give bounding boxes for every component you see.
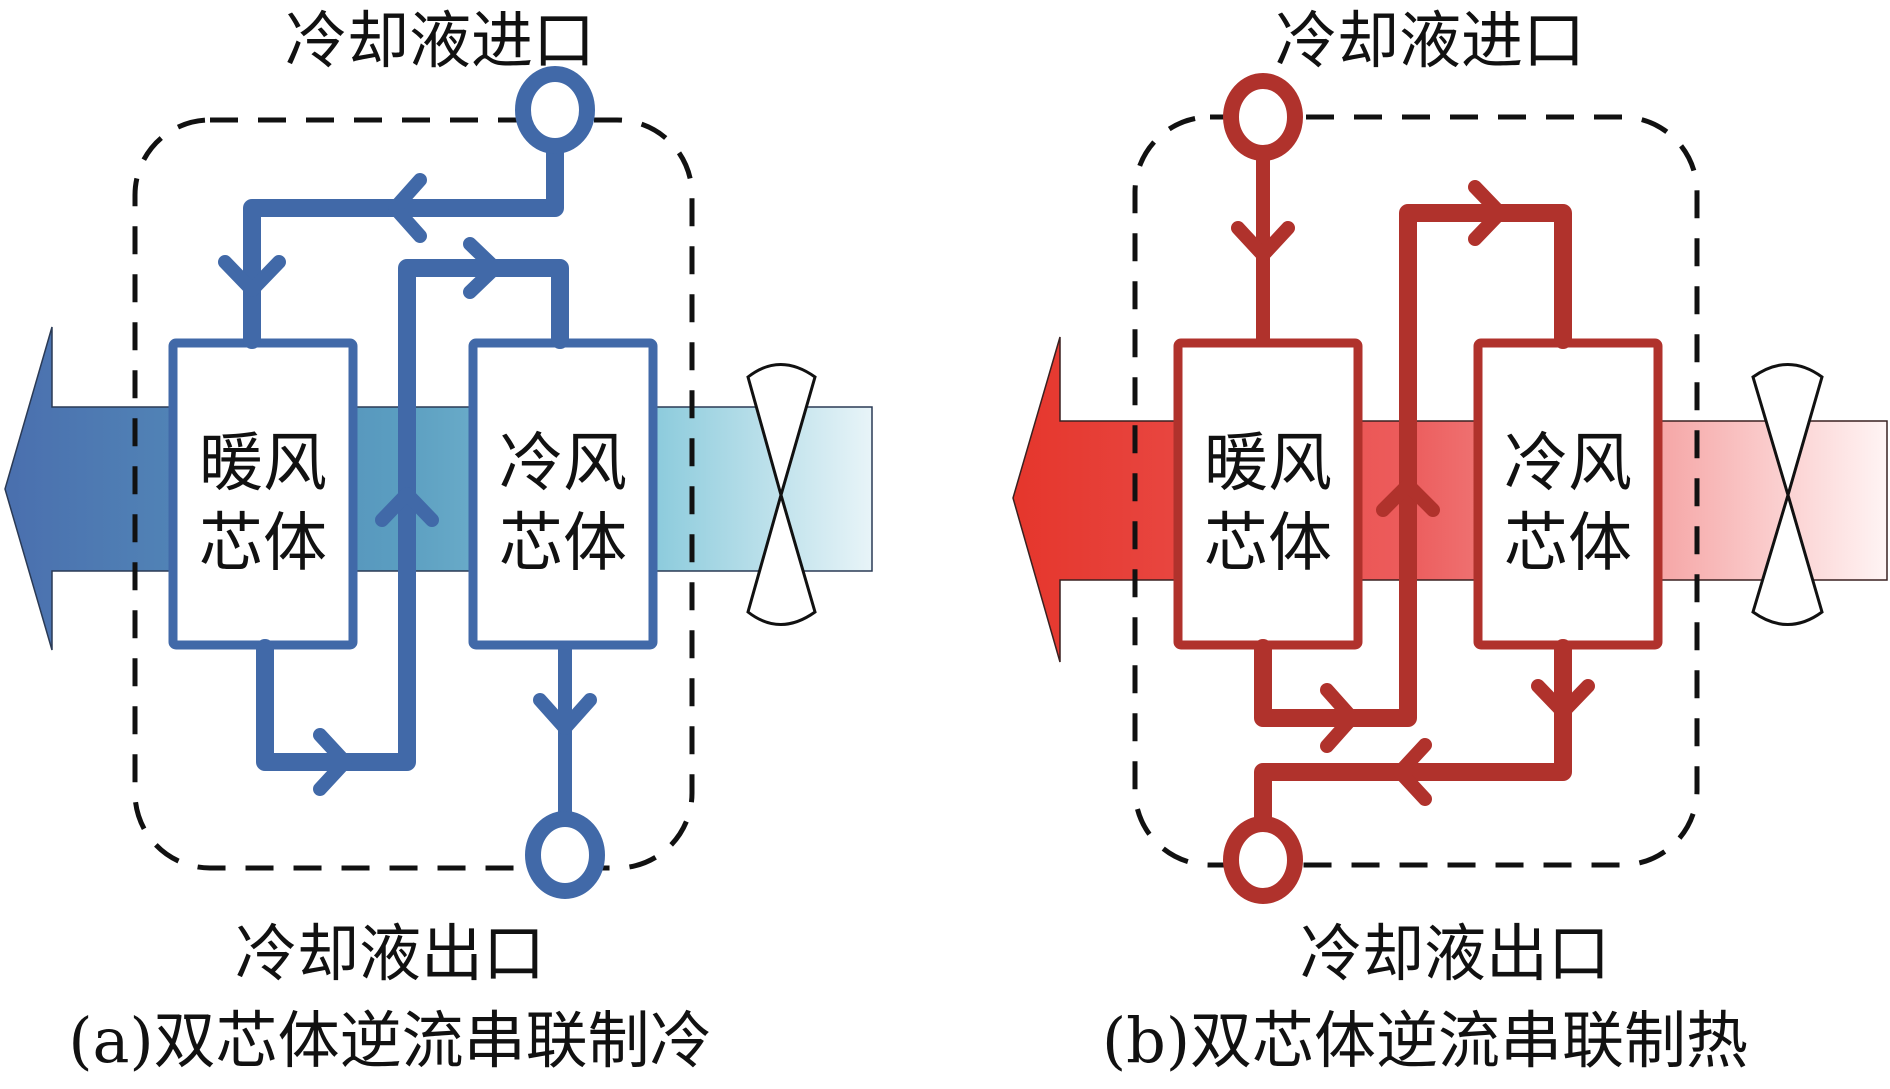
warm-core-label-line2: 芯体 <box>199 507 327 581</box>
pipe-warm-to-riser <box>256 259 569 771</box>
dashed-module-boundary <box>1132 114 1700 868</box>
flow-arrow-down <box>218 255 286 297</box>
warm-core-label-line1: 暖风 <box>199 427 327 501</box>
coolant-inlet-port <box>515 66 595 154</box>
coolant-pipes <box>1231 138 1595 829</box>
inlet-label: 冷却液进口 <box>285 4 595 77</box>
cold-core-label-line1: 冷风 <box>499 427 627 501</box>
outlet-label: 冷却液出口 <box>1300 917 1610 990</box>
warm-core-label-line2: 芯体 <box>1204 507 1332 581</box>
airflow-arrow-left <box>1012 336 1888 663</box>
cold-core-label-line2: 芯体 <box>1504 507 1632 581</box>
outlet-label: 冷却液出口 <box>235 917 545 990</box>
flow-arrow-right <box>463 237 502 299</box>
panel-b-caption: (b)双芯体逆流串联制热 <box>1102 1004 1748 1077</box>
coolant-pipes <box>218 126 597 827</box>
panel-a: 冷却液进口 暖风 芯体 冷风 芯体 冷却液出口 (a)双芯体逆流串联制冷 <box>4 4 873 1077</box>
fan-icon <box>746 363 817 626</box>
flow-arrow-up <box>375 487 439 527</box>
panel-b: 冷却液进口 暖风 芯体 冷风 芯体 冷却液出口 (b)双芯体逆流串联制热 <box>1012 4 1888 1077</box>
dashed-module-boundary <box>132 117 695 871</box>
flow-arrow-up <box>1376 478 1440 517</box>
flow-arrow-left <box>388 173 427 243</box>
fan-icon <box>1751 363 1824 626</box>
inlet-label: 冷却液进口 <box>1275 4 1585 77</box>
flow-arrow-right <box>313 728 352 796</box>
coolant-outlet-port <box>525 811 605 899</box>
pipe-warm-to-riser <box>1254 204 1572 727</box>
cold-core-label-line1: 冷风 <box>1504 427 1632 501</box>
flow-arrow-right <box>1468 180 1507 246</box>
coolant-outlet-port <box>1223 816 1303 904</box>
flow-arrow-left <box>1393 738 1432 806</box>
flow-arrow-right <box>1320 683 1359 753</box>
warm-core-label-line1: 暖风 <box>1204 427 1332 501</box>
panel-a-caption: (a)双芯体逆流串联制冷 <box>68 1004 711 1077</box>
flow-arrow-down <box>533 693 597 735</box>
flow-arrow-down <box>1231 221 1295 262</box>
cold-core-label-line2: 芯体 <box>499 507 627 581</box>
flow-arrow-down <box>1531 679 1595 719</box>
coolant-inlet-port <box>1223 73 1303 161</box>
